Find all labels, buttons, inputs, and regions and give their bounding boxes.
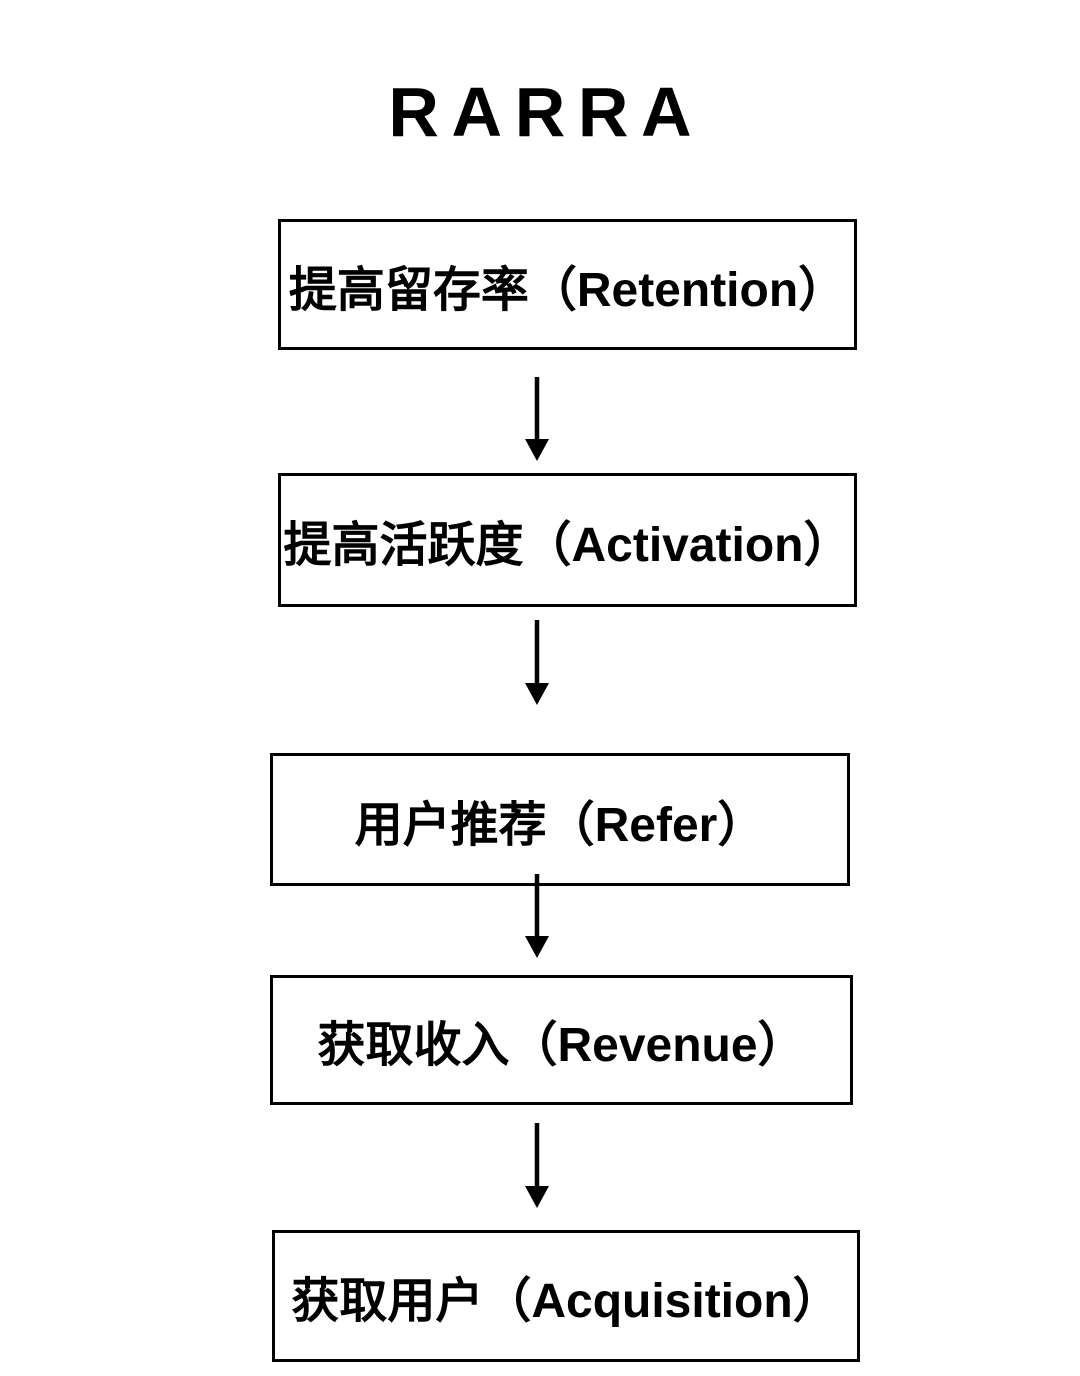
flow-step-retention: 提高留存率（Retention）	[278, 219, 857, 350]
flow-step-revenue: 获取收入（Revenue）	[270, 975, 853, 1105]
flow-step-activation-label: 提高活跃度（Activation）	[283, 519, 852, 572]
flow-step-refer-label: 用户推荐（Refer）	[354, 798, 766, 852]
down-arrow-icon	[523, 1123, 551, 1208]
flow-step-acquisition: 获取用户（Acquisition）	[272, 1230, 860, 1362]
flow-step-activation: 提高活跃度（Activation）	[278, 473, 857, 607]
flow-step-retention-label: 提高留存率（Retention）	[288, 263, 847, 317]
diagram-title: RARRA	[388, 73, 705, 151]
flow-step-acquisition-label: 获取用户（Acquisition）	[291, 1275, 841, 1328]
flow-step-refer: 用户推荐（Refer）	[270, 753, 850, 886]
down-arrow-icon	[523, 620, 551, 705]
flow-step-revenue-label: 获取收入（Revenue）	[317, 1019, 806, 1072]
down-arrow-icon	[523, 874, 551, 958]
down-arrow-icon	[523, 377, 551, 461]
